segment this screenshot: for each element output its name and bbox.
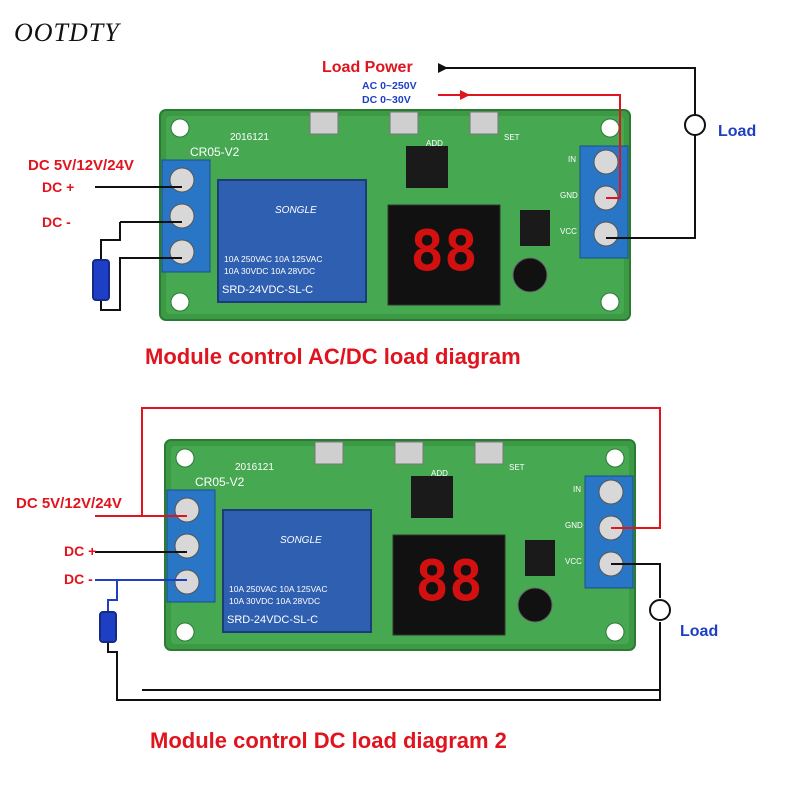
terminal-vcc-label-1: VCC bbox=[560, 227, 577, 236]
board-diagram-1: CR05-V2 2016121 SONGLE 10A 250VAC 10A 12… bbox=[159, 109, 631, 321]
dc-range-label: DC 0~30V bbox=[362, 94, 411, 106]
btn-add-label-2: ADD bbox=[431, 469, 448, 478]
terminal-in-label-2: IN bbox=[573, 485, 581, 494]
relay-model-label-2: SRD-24VDC-SL-C bbox=[227, 614, 318, 626]
terminal-gnd-label-2: GND bbox=[565, 521, 583, 530]
load-power-label: Load Power bbox=[322, 59, 413, 76]
relay-rating2-label-1: 10A 30VDC 10A 28VDC bbox=[224, 266, 315, 276]
board-model-label-1: CR05-V2 bbox=[190, 145, 240, 159]
supply-label-2: DC 5V/12V/24V bbox=[16, 495, 122, 512]
wires-diagram-2 bbox=[95, 407, 671, 701]
dc-minus-label-1: DC - bbox=[42, 214, 71, 230]
load-label-1: Load bbox=[718, 123, 756, 140]
push-button-icon-2 bbox=[99, 611, 117, 643]
relay-brand-label-1: SONGLE bbox=[275, 205, 317, 216]
terminal-gnd-label-1: GND bbox=[560, 191, 578, 200]
relay-rating2-label-2: 10A 30VDC 10A 28VDC bbox=[229, 596, 320, 606]
dc-minus-label-2: DC - bbox=[64, 571, 93, 587]
btn-set-label-1: SET bbox=[504, 133, 520, 142]
terminal-in-label-1: IN bbox=[568, 155, 576, 164]
push-button-icon-1 bbox=[92, 259, 110, 301]
load-label-2: Load bbox=[680, 623, 718, 640]
wires-diagram-1 bbox=[92, 67, 706, 311]
relay-brand-label-2: SONGLE bbox=[280, 535, 322, 546]
dc-plus-label-1: DC + bbox=[42, 179, 74, 195]
relay-rating1-label-1: 10A 250VAC 10A 125VAC bbox=[224, 254, 322, 264]
relay-rating1-label-2: 10A 250VAC 10A 125VAC bbox=[229, 584, 327, 594]
board-model-label-2: CR05-V2 bbox=[195, 475, 245, 489]
board-diagram-2: CR05-V2 2016121 SONGLE 10A 250VAC 10A 12… bbox=[164, 439, 636, 651]
board-date-label-2: 2016121 bbox=[235, 462, 274, 473]
btn-add-label-1: ADD bbox=[426, 139, 443, 148]
brand-logo: OOTDTY bbox=[14, 18, 120, 47]
board-date-label-1: 2016121 bbox=[230, 132, 269, 143]
title-diagram-1: Module control AC/DC load diagram bbox=[145, 344, 521, 369]
btn-set-label-2: SET bbox=[509, 463, 525, 472]
title-diagram-2: Module control DC load diagram 2 bbox=[150, 728, 507, 753]
terminal-vcc-label-2: VCC bbox=[565, 557, 582, 566]
ac-range-label: AC 0~250V bbox=[362, 80, 417, 92]
dc-plus-label-2: DC + bbox=[64, 543, 96, 559]
relay-model-label-1: SRD-24VDC-SL-C bbox=[222, 284, 313, 296]
supply-label-1: DC 5V/12V/24V bbox=[28, 157, 134, 174]
